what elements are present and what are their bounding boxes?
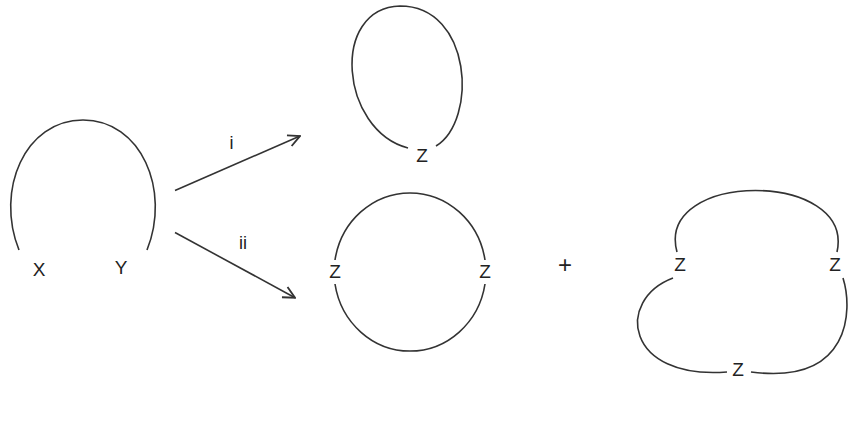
- point-label: Z: [674, 255, 686, 275]
- point-label: Y: [115, 258, 128, 278]
- loop-outline: [295, 182, 500, 360]
- curve-segment: [352, 6, 462, 148]
- curve-segment: [675, 191, 838, 253]
- curve-segment: [335, 193, 485, 260]
- loop-outline: [5, 110, 175, 285]
- reaction-arrow: [175, 136, 300, 191]
- curve-segment: [638, 278, 727, 373]
- curve-segment: [11, 120, 156, 250]
- path-label: ii: [237, 233, 249, 253]
- point-label: Z: [732, 360, 744, 380]
- reaction-arrow: [175, 233, 295, 298]
- triple-loop: Z Z Z: [615, 170, 855, 410]
- curve-segment: [751, 278, 847, 373]
- point-label: Z: [416, 146, 428, 166]
- point-label: Z: [829, 255, 841, 275]
- point-label: Z: [479, 262, 491, 282]
- loop-outline: [300, 0, 475, 170]
- curve-segment: [335, 284, 485, 351]
- plus-sign: +: [558, 253, 572, 277]
- open-arc: XY: [5, 110, 175, 285]
- point-label: Z: [329, 262, 341, 282]
- path-label: i: [228, 133, 236, 153]
- single-loop: Z: [300, 0, 475, 170]
- double-loop: ZZ: [295, 182, 500, 360]
- point-label: X: [33, 260, 46, 280]
